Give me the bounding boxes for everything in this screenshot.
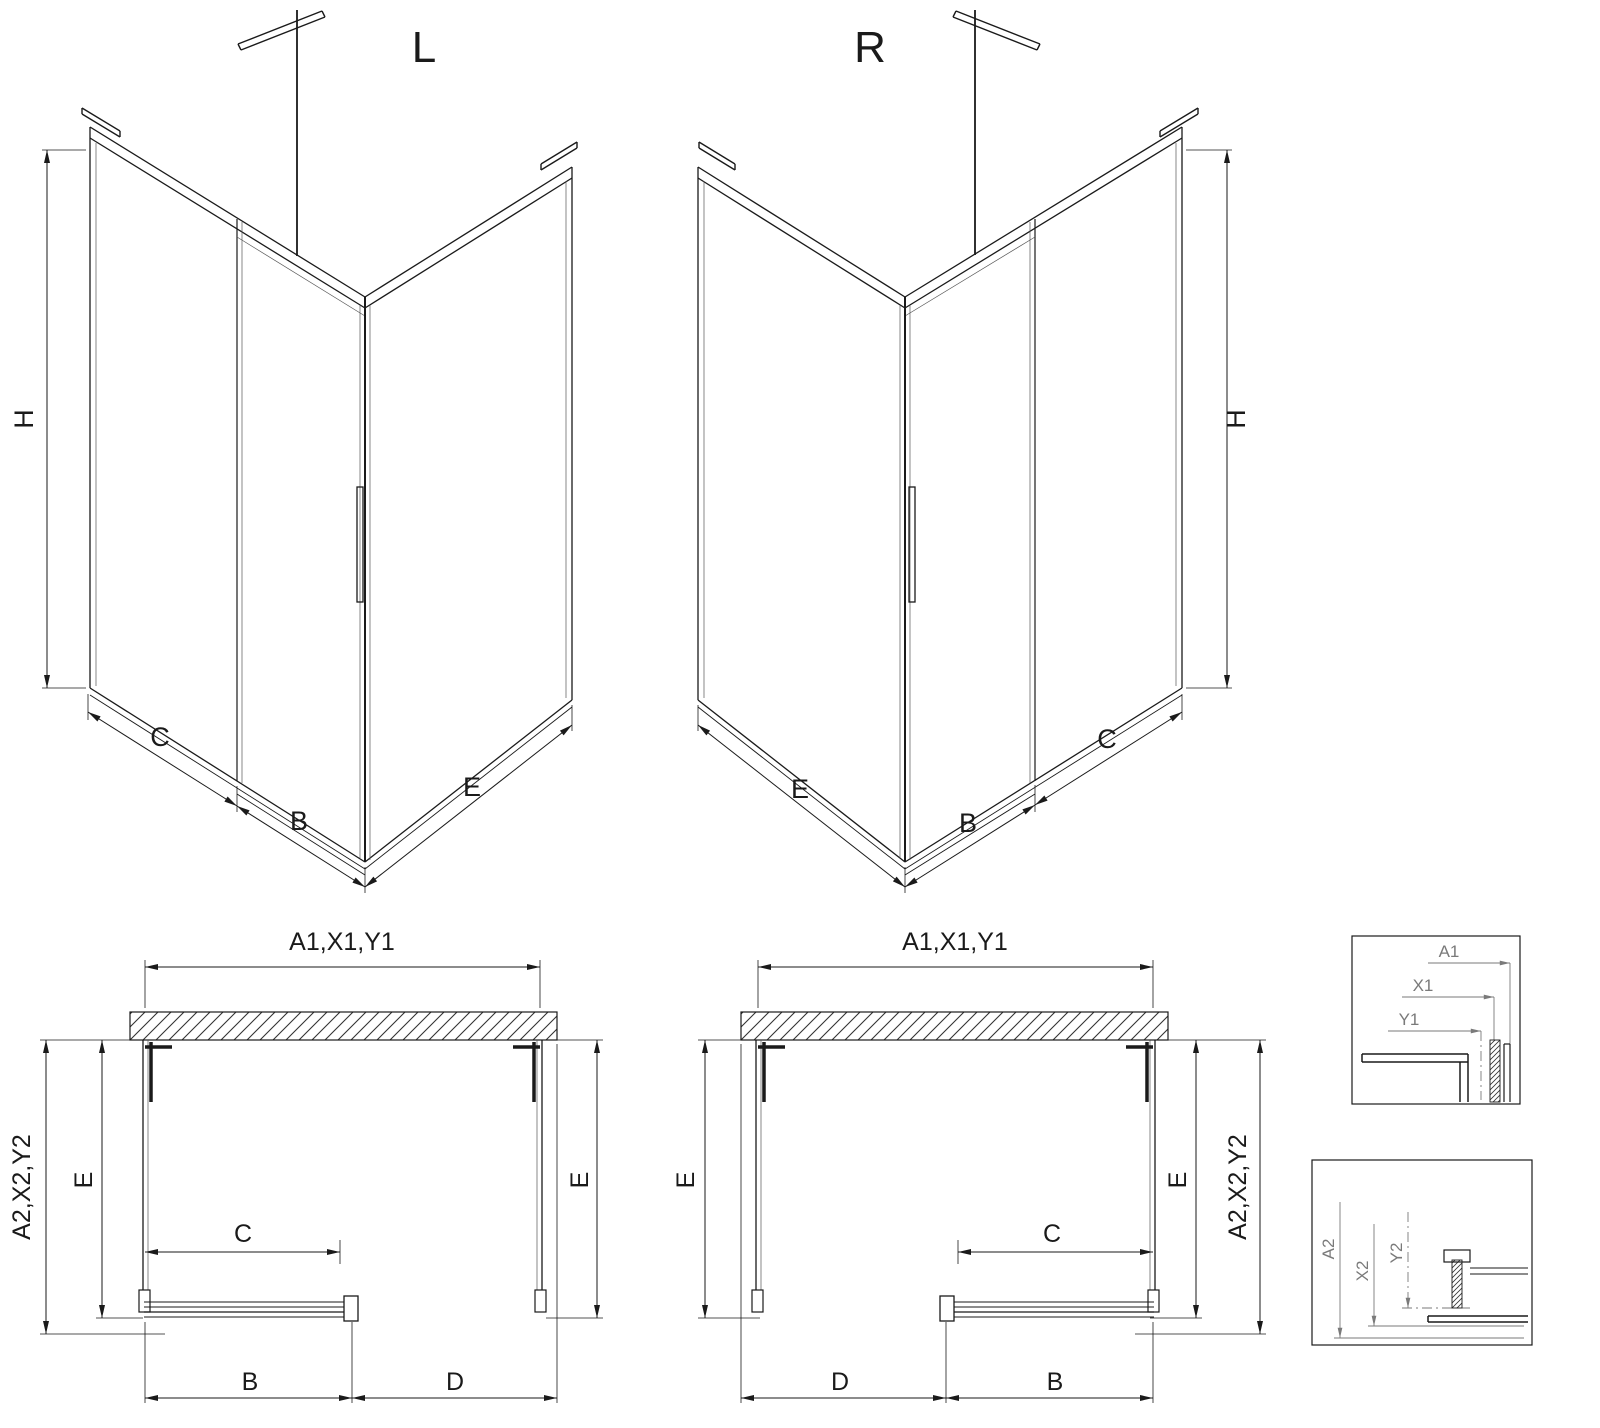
ceiling-bracket (237, 10, 326, 51)
iso-left-title: L (412, 23, 436, 72)
iso-left-dimensions: H C B E (9, 149, 573, 893)
dim-label-c-right: C (1097, 724, 1117, 754)
dim-label-x2: X2 (1353, 1261, 1372, 1282)
iso-left-corner-post (359, 297, 371, 862)
plan-right-glass-walls (755, 1040, 1156, 1312)
detail-bottom-references: A2 X2 Y2 (1319, 1202, 1524, 1339)
plan-left-door-track (144, 1295, 359, 1322)
dim-label-h-right: H (1221, 409, 1251, 429)
iso-right-right-wall (904, 126, 1183, 876)
iso-right-dimensions: H E B C (697, 149, 1251, 893)
dimension-line-c (87, 711, 238, 807)
detail-top-profile (1361, 1039, 1511, 1103)
dim-label-e-left: E (70, 1172, 98, 1189)
dim-label-a1x1y1: A1,X1,Y1 (902, 928, 1008, 956)
wall-hatch-strip (129, 1011, 558, 1041)
dim-label-d: D (831, 1368, 849, 1396)
iso-left-side-wall (364, 166, 573, 870)
wall-foot (1147, 1289, 1160, 1313)
dim-label-d: D (446, 1368, 464, 1396)
plan-left-dimensions: A1,X1,Y1 A2,X2,Y2 E E C B D (8, 928, 603, 1403)
plan-view-left: A1,X1,Y1 A2,X2,Y2 E E C B D (8, 928, 603, 1403)
plan-view-right: A1,X1,Y1 A2,X2,Y2 E E C B D (672, 928, 1266, 1403)
glass-panel-section (1451, 1259, 1463, 1309)
ceiling-bracket (952, 10, 1041, 51)
dim-label-c: C (1043, 1220, 1061, 1248)
wall-mount-bracket-right (1159, 107, 1199, 138)
detail-view-bottom: A2 X2 Y2 (1311, 1159, 1533, 1346)
wall-foot (534, 1289, 547, 1313)
plan-left-corner-brackets (145, 1042, 540, 1102)
plan-right-door-track (939, 1295, 1154, 1322)
door-end-profile (343, 1295, 359, 1322)
dim-label-y1: Y1 (1399, 1010, 1420, 1029)
dim-label-e-right: E (566, 1172, 594, 1189)
dim-label-a1: A1 (1439, 942, 1460, 961)
dim-label-e-left: E (672, 1172, 700, 1189)
iso-view-left: L (9, 10, 578, 893)
dim-label-y2: Y2 (1387, 1243, 1406, 1264)
iso-left-left-wall (89, 126, 366, 876)
dim-label-e-right: E (1164, 1172, 1192, 1189)
dimension-line-b (236, 805, 366, 888)
dim-label-b: B (1047, 1368, 1064, 1396)
wall-foot (138, 1289, 151, 1313)
iso-view-right: R (697, 10, 1251, 893)
plan-right-corner-brackets (758, 1042, 1153, 1102)
detail-box-frame (1311, 1159, 1533, 1346)
plan-right-dimensions: A1,X1,Y1 A2,X2,Y2 E E C B D (672, 928, 1266, 1403)
dim-label-h-left: H (9, 409, 39, 429)
dim-label-a2x2y2: A2,X2,Y2 (1224, 1134, 1252, 1240)
wall-mount-bracket-left (81, 107, 121, 138)
wall-mount-bracket-left (698, 141, 736, 171)
wall-hatch-strip (740, 1011, 1169, 1041)
dim-label-e-right: E (791, 774, 809, 804)
dimension-line-e (364, 724, 573, 888)
door-end-profile (939, 1295, 955, 1322)
glass-panel-section (1489, 1039, 1501, 1103)
iso-right-title: R (854, 23, 886, 72)
iso-right-side-wall (697, 166, 906, 870)
dim-label-a2x2y2: A2,X2,Y2 (8, 1134, 36, 1240)
dimension-line-c (1034, 711, 1183, 806)
dim-label-c: C (234, 1220, 252, 1248)
dim-label-x1: X1 (1413, 976, 1434, 995)
dim-label-a2: A2 (1319, 1239, 1338, 1260)
detail-bottom-profile (1427, 1249, 1528, 1323)
wall-mount-bracket-right (540, 141, 578, 171)
dim-label-b: B (242, 1368, 259, 1396)
plan-left-glass-walls (142, 1040, 543, 1312)
detail-view-top: A1 X1 Y1 (1351, 935, 1521, 1105)
detail-box-frame (1351, 935, 1521, 1105)
wall-foot (751, 1289, 764, 1313)
dimension-line-b (904, 804, 1036, 888)
dim-label-b-right: B (959, 808, 977, 838)
dim-label-b-left: B (290, 806, 308, 836)
door-handle (356, 486, 364, 603)
dim-label-c-left: C (150, 722, 170, 752)
dim-label-e-left: E (463, 772, 481, 802)
dimension-line-e (697, 724, 906, 888)
dim-label-a1x1y1: A1,X1,Y1 (289, 928, 395, 956)
clamp-bracket (1443, 1249, 1471, 1263)
detail-top-references: A1 X1 Y1 (1388, 942, 1511, 1100)
door-handle (908, 486, 916, 603)
